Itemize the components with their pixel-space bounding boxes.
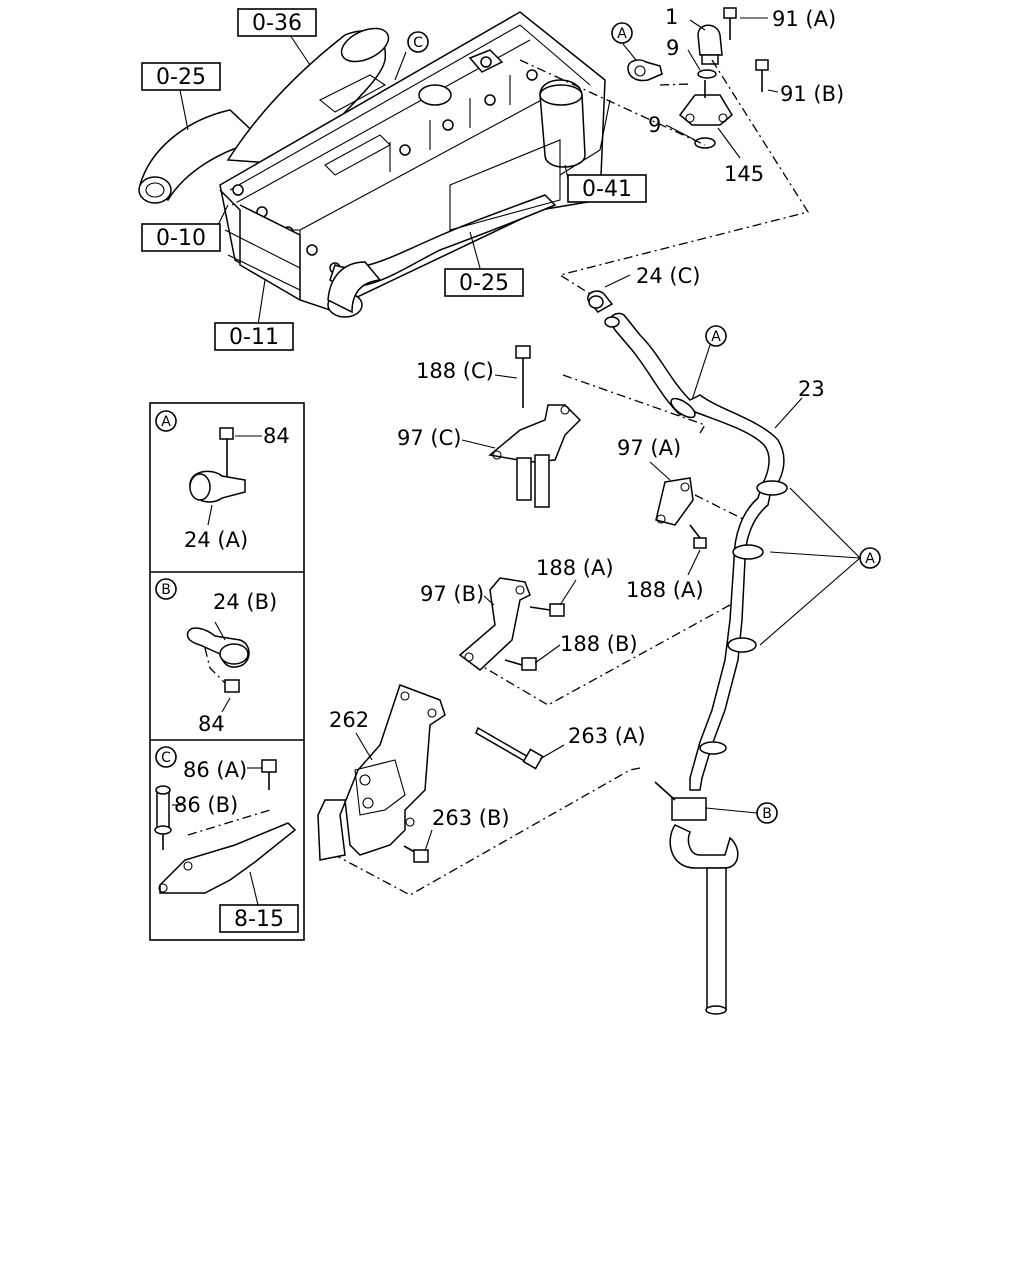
inset-panel: A 84 24 (A) B 24 (B) 84 [149, 402, 305, 941]
bracket-97c [488, 345, 582, 508]
marker-a-hose-upper-label: A [711, 329, 721, 345]
label-97c[interactable]: 97 (C) [397, 426, 461, 450]
label-263b[interactable]: 263 (B) [432, 806, 510, 830]
ref-0-36-label: 0-36 [252, 11, 302, 36]
ref-0-25-upper[interactable]: 0-25 [141, 62, 221, 91]
ref-0-10-label: 0-10 [156, 226, 206, 251]
inset-c-label-86b[interactable]: 86 (B) [174, 793, 238, 817]
bracket-97b [458, 577, 565, 671]
hose-leaders [604, 274, 861, 814]
inset-c-marker-label: C [161, 750, 171, 766]
label-1[interactable]: 1 [665, 5, 678, 29]
ref-0-10[interactable]: 0-10 [141, 223, 221, 252]
marker-c-engine-label: C [413, 35, 423, 51]
inset-b-label-24b[interactable]: 24 (B) [213, 590, 277, 614]
inset-b-label-84[interactable]: 84 [198, 712, 225, 736]
bracket-leaders [355, 374, 701, 852]
label-145[interactable]: 145 [724, 162, 764, 186]
label-23[interactable]: 23 [798, 377, 825, 401]
inset-c: C 86 (A) 86 (B) 8-15 [154, 746, 299, 933]
ref-0-25-lower[interactable]: 0-25 [444, 268, 524, 297]
hose-23 [604, 312, 788, 1015]
inset-b-marker-label: B [161, 582, 171, 598]
ref-0-11-label: 0-11 [229, 325, 279, 350]
callout-labels: 1 9 9 91 (A) 91 (B) 145 24 (C) 23 188 (C… [329, 5, 844, 830]
assembly-centerlines [334, 59, 810, 896]
label-24c[interactable]: 24 (C) [636, 264, 700, 288]
inset-a: A 84 24 (A) [155, 410, 290, 552]
label-91b[interactable]: 91 (B) [780, 82, 844, 106]
ref-0-25-lower-label: 0-25 [459, 271, 509, 296]
label-9-lower[interactable]: 9 [648, 113, 661, 137]
label-263a[interactable]: 263 (A) [568, 724, 646, 748]
marker-c-engine[interactable]: C [407, 31, 429, 53]
label-9-upper[interactable]: 9 [666, 36, 679, 60]
engine-references: 0-36 0-25 0-10 0-11 0-41 0-25 [141, 8, 647, 351]
marker-a-valve-label: A [617, 26, 627, 42]
ref-0-41-label: 0-41 [582, 177, 632, 202]
bracket-262 [317, 684, 544, 863]
inset-b: B 24 (B) 84 [155, 578, 277, 736]
ref-8-15[interactable]: 8-15 [219, 904, 299, 933]
label-188b[interactable]: 188 (B) [560, 632, 638, 656]
label-188a-right[interactable]: 188 (A) [626, 578, 704, 602]
label-188a-top[interactable]: 188 (A) [536, 556, 614, 580]
marker-b-hose[interactable]: B [756, 802, 778, 824]
ref-0-11[interactable]: 0-11 [214, 322, 294, 351]
inset-c-label-86a[interactable]: 86 (A) [183, 758, 247, 782]
label-188c[interactable]: 188 (C) [416, 359, 494, 383]
engine-assembly [138, 11, 611, 318]
label-262[interactable]: 262 [329, 708, 369, 732]
ref-0-41[interactable]: 0-41 [567, 174, 647, 203]
inset-c-marker[interactable]: C [155, 746, 177, 768]
inset-b-marker[interactable]: B [155, 578, 177, 600]
label-91a[interactable]: 91 (A) [772, 7, 836, 31]
marker-a-hose-upper[interactable]: A [705, 325, 727, 347]
marker-b-hose-label: B [762, 806, 772, 822]
inset-a-marker[interactable]: A [155, 410, 177, 432]
marker-a-hose-lower[interactable]: A [859, 547, 881, 569]
bracket-97a [655, 477, 707, 549]
ref-0-25-upper-label: 0-25 [156, 65, 206, 90]
clamp-24c [587, 290, 614, 313]
ref-0-36[interactable]: 0-36 [237, 8, 317, 37]
marker-a-hose-lower-label: A [865, 551, 875, 567]
label-97a[interactable]: 97 (A) [617, 436, 681, 460]
label-97b[interactable]: 97 (B) [420, 582, 484, 606]
ref-8-15-label: 8-15 [234, 907, 284, 932]
marker-a-valve[interactable]: A [611, 22, 633, 44]
inset-a-marker-label: A [161, 414, 171, 430]
breather-valve-group [622, 7, 779, 159]
inset-a-label-84[interactable]: 84 [263, 424, 290, 448]
inset-a-label-24a[interactable]: 24 (A) [184, 528, 248, 552]
